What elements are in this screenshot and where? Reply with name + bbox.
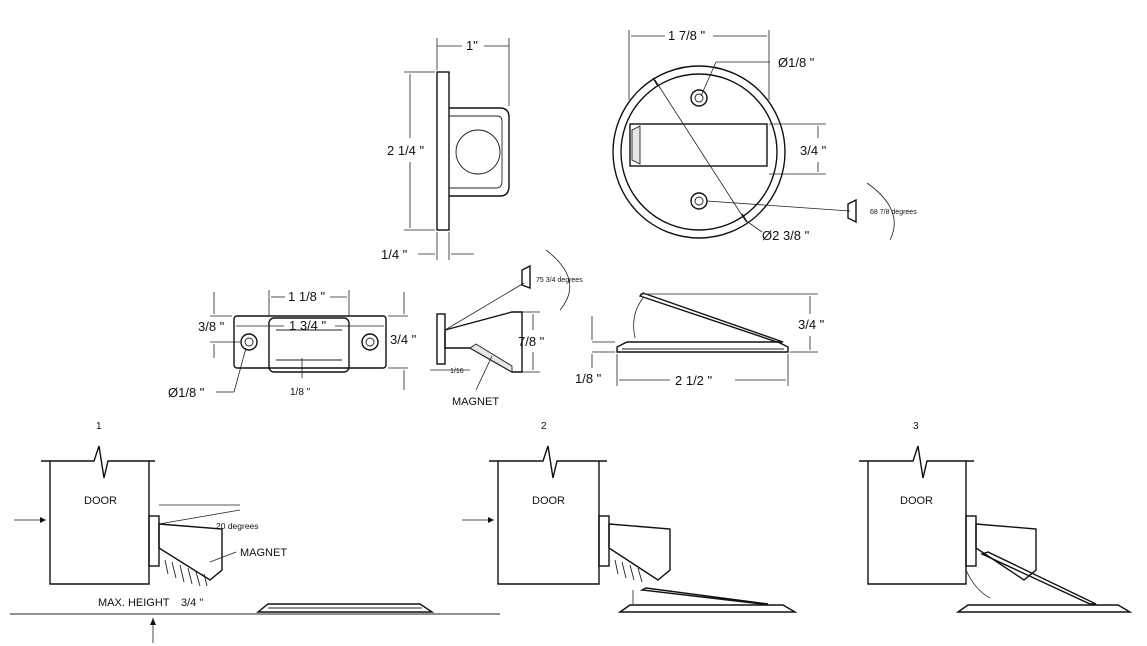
strike-screw-left [240, 333, 258, 351]
dim-side-width: 1" [466, 38, 478, 53]
magnet-body [444, 311, 523, 373]
door-2 [489, 445, 607, 585]
step-3: 3 DOOR [859, 421, 1133, 613]
dim-screw-dia-plate: Ø1/8 " [168, 385, 205, 400]
screw-hole-bottom [690, 192, 708, 210]
dim-plate-length: 2 1/2 " [675, 373, 713, 388]
angle-top-label: 68 7/8 degrees [870, 209, 917, 216]
step-3-plate [955, 604, 1133, 613]
dim-side-base: 1/4 " [381, 247, 408, 262]
dim-plate-height: 3/4 " [390, 332, 417, 347]
step-2-raised [639, 587, 769, 605]
step-3-mount [965, 515, 977, 567]
dim-side-small: 1/16 [450, 368, 464, 375]
door-2-label: DOOR [532, 495, 565, 507]
screw-hole-top [690, 89, 708, 107]
dim-magnet-height: 7/8 " [518, 334, 545, 349]
step-1-mount [148, 515, 160, 567]
door-3-label: DOOR [900, 495, 933, 507]
dim-plate-rise: 3/4 " [798, 317, 825, 332]
door-3 [859, 445, 974, 585]
side-view: 1" 2 1/4 " 1/4 " [381, 38, 510, 262]
step-3-magnet [975, 523, 1037, 581]
dim-plate-inner-width: 1 1/8 " [288, 289, 326, 304]
dim-plate-thick: 1/8 " [575, 371, 602, 386]
dim-plate-outer-width: 1 3/4 " [289, 318, 327, 333]
inner-circle [620, 73, 778, 231]
dim-top-width: 1 7/8 " [668, 28, 706, 43]
door-1-label: DOOR [84, 495, 117, 507]
dim-plate-edge: 3/8 " [198, 319, 225, 334]
step-1-plate [256, 603, 435, 613]
step-2-number: 2 [541, 421, 547, 432]
strike-plate-boss [268, 317, 350, 373]
step-2-mount [598, 515, 610, 567]
max-height-label: MAX. HEIGHT [98, 597, 170, 609]
step-2-plate [617, 604, 798, 613]
angle-20-label: 20 degrees [216, 521, 259, 531]
magnet-side-view: 75 3/4 degrees 7/8 " 1/16 MAGNET [430, 249, 583, 408]
dim-plate-slot: 1/8 " [290, 387, 311, 398]
base-plate [616, 341, 789, 353]
raised-plate [638, 292, 784, 343]
step-3-raised [980, 551, 1097, 605]
angle-side-label: 75 3/4 degrees [536, 277, 583, 284]
outer-circle [612, 65, 786, 239]
step-3-number: 3 [913, 421, 919, 432]
raised-plate-view: 3/4 " 1/8 " 2 1/2 " [575, 292, 825, 388]
step-1-magnet [158, 523, 223, 581]
side-magnet [455, 129, 501, 175]
strike-plate-front: 1 1/8 " 1 3/4 " 3/8 " 3/4 " Ø1/8 " 1/8 " [168, 289, 417, 400]
magnet-slot [629, 123, 768, 167]
dim-side-height: 2 1/4 " [387, 143, 425, 158]
door-1 [41, 445, 155, 585]
max-height-value: 3/4 " [181, 597, 203, 609]
magnet-1-label: MAGNET [240, 547, 287, 559]
step-1-number: 1 [96, 421, 102, 432]
dim-screw-dia-top: Ø1/8 " [778, 55, 815, 70]
step-1: 1 DOOR 20 degrees MAGNET MAX. HEIGHT 3/4… [10, 421, 500, 643]
top-view: 1 7/8 " Ø1/8 " 3/4 " Ø2 3/8 " 68 7/8 deg… [612, 28, 917, 243]
dim-plate-dia: Ø2 3/8 " [762, 228, 810, 243]
magnet-label: MAGNET [452, 396, 499, 408]
side-body [449, 107, 510, 197]
step-2: 2 DOOR [462, 421, 798, 613]
step-2-magnet [608, 523, 671, 581]
side-plate [436, 71, 450, 231]
dim-slot-height: 3/4 " [800, 143, 827, 158]
magnet-mount-plate [436, 313, 446, 365]
strike-screw-right [361, 333, 379, 351]
